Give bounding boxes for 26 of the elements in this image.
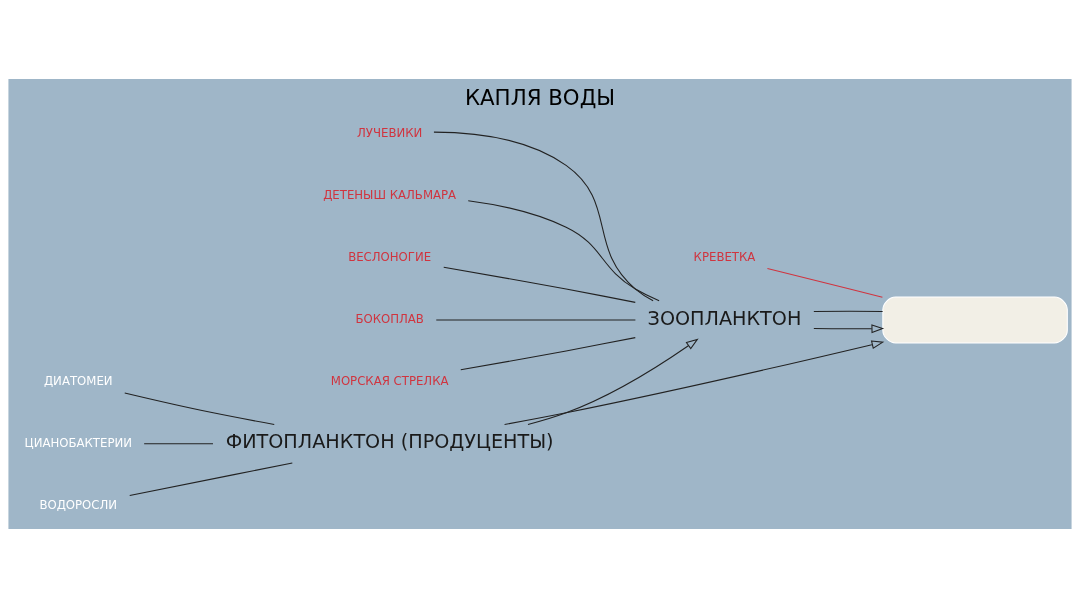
node-text: КРЕВЕТКА (693, 250, 756, 265)
connector (435, 319, 636, 321)
node-text: ЛУЧЕВИКИ (357, 126, 423, 141)
node-text: ЗООПЛАНКТОН (647, 306, 802, 330)
connector (813, 310, 884, 313)
arrow (504, 340, 885, 425)
node-text: ДЕТЕНЫШ КАЛЬМАРА (323, 188, 457, 203)
node-box (882, 296, 1068, 344)
connector (124, 392, 275, 425)
connector (460, 337, 636, 371)
connector (467, 200, 660, 302)
node-text: ДИАТОМЕИ (43, 373, 113, 388)
node-text: ФИТОПЛАНКТОН (ПРОДУЦЕНТЫ) (225, 430, 554, 454)
node-text: ВОДОРОСЛИ (39, 497, 118, 512)
arrow (813, 324, 885, 334)
connector (443, 266, 636, 303)
connector (433, 131, 654, 302)
node-text: БОКОПЛАВ (355, 311, 424, 326)
connector (129, 462, 293, 496)
node-text: ЦИАНОБАКТЕРИИ (24, 435, 132, 450)
node-text: ВЕСЛОНОГИЕ (348, 250, 432, 265)
diagram-title: КАПЛЯ ВОДЫ (464, 84, 616, 110)
connector (143, 443, 214, 445)
arrow (527, 338, 699, 425)
connector (766, 268, 883, 298)
node-text: МОРСКАЯ СТРЕЛКА (330, 373, 449, 388)
